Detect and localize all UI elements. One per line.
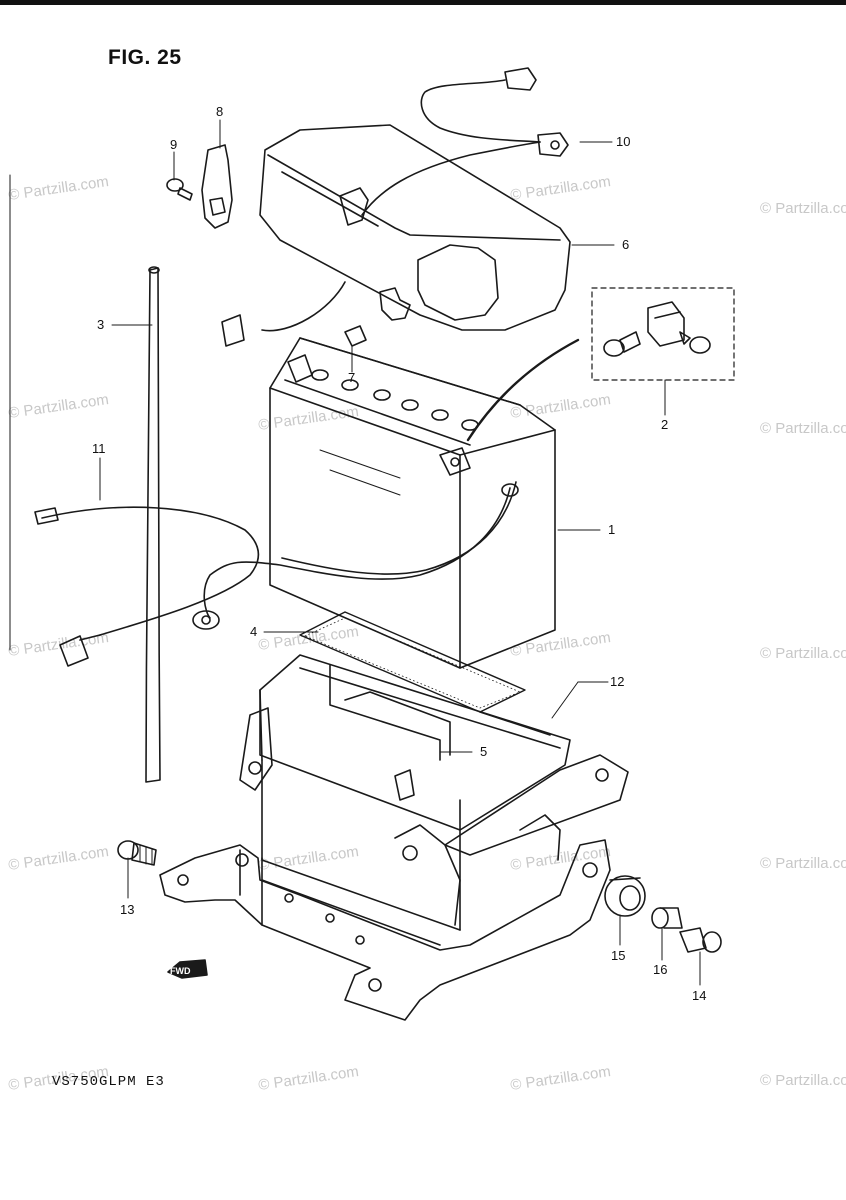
- fwd-arrow: [167, 959, 208, 979]
- figure-title: FIG. 25: [108, 46, 182, 69]
- grommet-part-15: [604, 875, 646, 917]
- leader-lines: [99, 119, 701, 986]
- callout-11: 11: [92, 441, 106, 456]
- callout-4: 4: [250, 624, 258, 639]
- model-code: VS750GLPM E3: [52, 1074, 165, 1090]
- callout-3: 3: [97, 317, 105, 332]
- callout-12: 12: [610, 674, 625, 689]
- callout-15: 15: [611, 948, 626, 963]
- callout-1: 1: [608, 522, 616, 537]
- terminal-set: [591, 287, 735, 381]
- bracket-part: [201, 144, 233, 229]
- cover-lead-wire: [361, 67, 569, 216]
- fwd-label: FWD: [170, 966, 191, 976]
- callout-10: 10: [616, 134, 631, 149]
- screw-part-9: [166, 178, 193, 201]
- watermark: © Partzilla.com: [760, 200, 846, 217]
- callout-5: 5: [480, 744, 488, 759]
- pad-part-4: [299, 611, 526, 713]
- lead-terminal: [221, 314, 245, 347]
- watermark: © Partzilla.com: [760, 1072, 846, 1089]
- callout-2: 2: [661, 417, 669, 432]
- callout-13: 13: [120, 902, 135, 917]
- frame-bracket: [159, 814, 611, 1021]
- callout-6: 6: [622, 237, 630, 252]
- top-border: [0, 0, 846, 5]
- collar-part-16: [651, 907, 683, 929]
- terminal-cap-7: [344, 325, 367, 363]
- callout-14: 14: [692, 988, 707, 1003]
- watermark: © Partzilla.com: [760, 645, 846, 662]
- callout-8: 8: [216, 104, 224, 119]
- breather-hose: [145, 266, 161, 783]
- battery-holder: [239, 654, 629, 931]
- bolt-part-13: [117, 840, 157, 866]
- bolt-part-14: [679, 927, 722, 953]
- ground-lead: [261, 281, 346, 332]
- watermark: © Partzilla.com: [760, 420, 846, 437]
- positive-lead: [466, 338, 580, 442]
- callout-9: 9: [170, 137, 178, 152]
- callout-16: 16: [653, 962, 668, 977]
- battery-cables: [34, 481, 519, 667]
- battery-cover: [259, 124, 571, 331]
- battery: [269, 337, 556, 669]
- callout-7: 7: [348, 370, 356, 385]
- watermark: © Partzilla.com: [760, 855, 846, 872]
